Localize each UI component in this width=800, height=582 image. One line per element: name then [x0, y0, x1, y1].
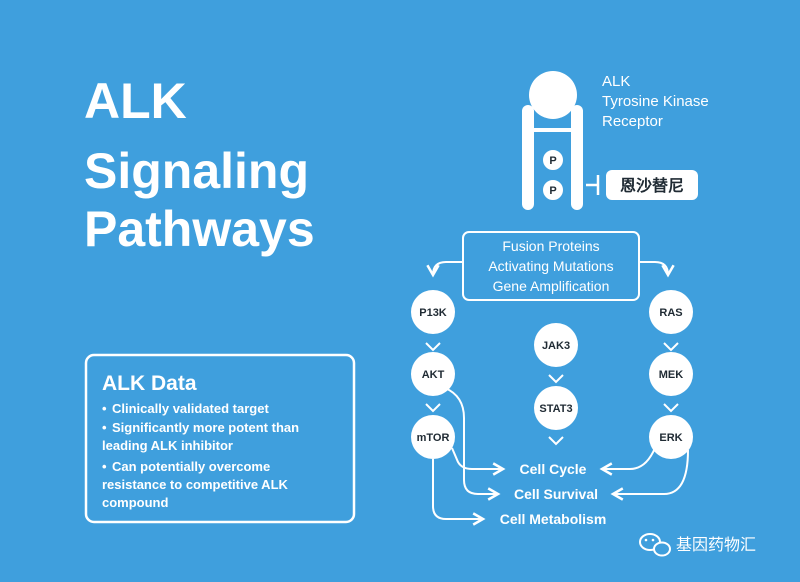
alk-data-heading: ALK Data	[102, 372, 197, 395]
outcome-cell-cycle: Cell Cycle	[520, 461, 587, 477]
chevron-akt-mtor	[425, 403, 441, 413]
receptor-head	[529, 71, 577, 119]
chevron-p13k-akt	[425, 342, 441, 352]
node-erk: ERK	[649, 415, 693, 459]
node-jak3: JAK3	[534, 323, 578, 367]
alk-data-box	[84, 353, 356, 524]
chevron-jak3-stat3	[548, 374, 564, 384]
svg-text:mTOR: mTOR	[417, 432, 450, 444]
svg-text:AKT: AKT	[422, 369, 445, 381]
mechanisms-box	[462, 231, 640, 301]
chevron-ras-mek	[663, 342, 679, 352]
watermark-text: 基因药物汇	[676, 536, 756, 554]
receptor-label-3: Receptor	[602, 113, 663, 130]
receptor-right-arm	[571, 105, 583, 210]
receptor-bridge	[530, 128, 576, 132]
node-mek: MEK	[649, 352, 693, 396]
bullet-1-text: Clinically validated target	[112, 401, 269, 416]
node-akt: AKT	[411, 352, 455, 396]
inhibitor-box	[606, 170, 698, 200]
node-mtor: mTOR	[411, 415, 455, 459]
bullet-3-marker: •	[102, 459, 107, 474]
node-ras: RAS	[649, 290, 693, 334]
receptor-label-2: Tyrosine Kinase	[602, 93, 709, 110]
title-line-3: Pathways	[84, 201, 315, 257]
svg-text:P: P	[549, 155, 556, 167]
receptor-left-arm	[522, 105, 534, 210]
svg-text:MEK: MEK	[659, 369, 684, 381]
outcome-cell-metabolism: Cell Metabolism	[500, 511, 607, 527]
chevron-mek-erk	[663, 403, 679, 413]
bullet-2-marker: •	[102, 420, 107, 435]
svg-text:STAT3: STAT3	[539, 403, 572, 415]
arrow-erk-cell-survival	[610, 449, 689, 501]
bullet-3-line-3: compound	[102, 495, 168, 510]
mechanism-fusion: Fusion Proteins	[502, 238, 599, 254]
svg-text:ERK: ERK	[659, 432, 682, 444]
bullet-2-line-2: leading ALK inhibitor	[102, 438, 233, 453]
svg-text:JAK3: JAK3	[542, 340, 570, 352]
mechanism-amplification: Gene Amplification	[493, 278, 610, 294]
bullet-3-line-2: resistance to competitive ALK	[102, 477, 289, 492]
node-stat3: STAT3	[534, 386, 578, 430]
bullet-1-marker: •	[102, 401, 107, 416]
title-line-2: Signaling	[84, 143, 309, 199]
arrow-mtor-cell-cycle	[451, 447, 506, 476]
arrow-mtor-cell-metabolism	[432, 459, 486, 526]
inhibitor-label: 恩沙替尼	[620, 176, 684, 195]
wechat-icon	[639, 533, 671, 557]
bullet-3-line-1: Can potentially overcome	[112, 459, 270, 474]
arrow-to-p13k	[426, 261, 463, 278]
svg-text:P13K: P13K	[419, 307, 447, 319]
node-p13k: P13K	[411, 290, 455, 334]
alk-receptor	[522, 71, 583, 210]
svg-text:RAS: RAS	[659, 307, 682, 319]
arrow-akt-cell-survival	[444, 387, 501, 501]
arrow-to-ras	[639, 261, 675, 278]
phospho-site-2: P	[541, 178, 565, 202]
mechanism-mutations: Activating Mutations	[488, 258, 613, 274]
title-line-1: ALK	[84, 73, 187, 129]
receptor-label-1: ALK	[602, 73, 630, 90]
phospho-site-1: P	[541, 148, 565, 172]
bullet-2-line-1: Significantly more potent than	[112, 420, 299, 435]
svg-text:P: P	[549, 185, 556, 197]
chevron-stat3-down	[548, 436, 564, 446]
arrow-erk-cell-cycle	[599, 447, 656, 476]
outcome-cell-survival: Cell Survival	[514, 486, 598, 502]
